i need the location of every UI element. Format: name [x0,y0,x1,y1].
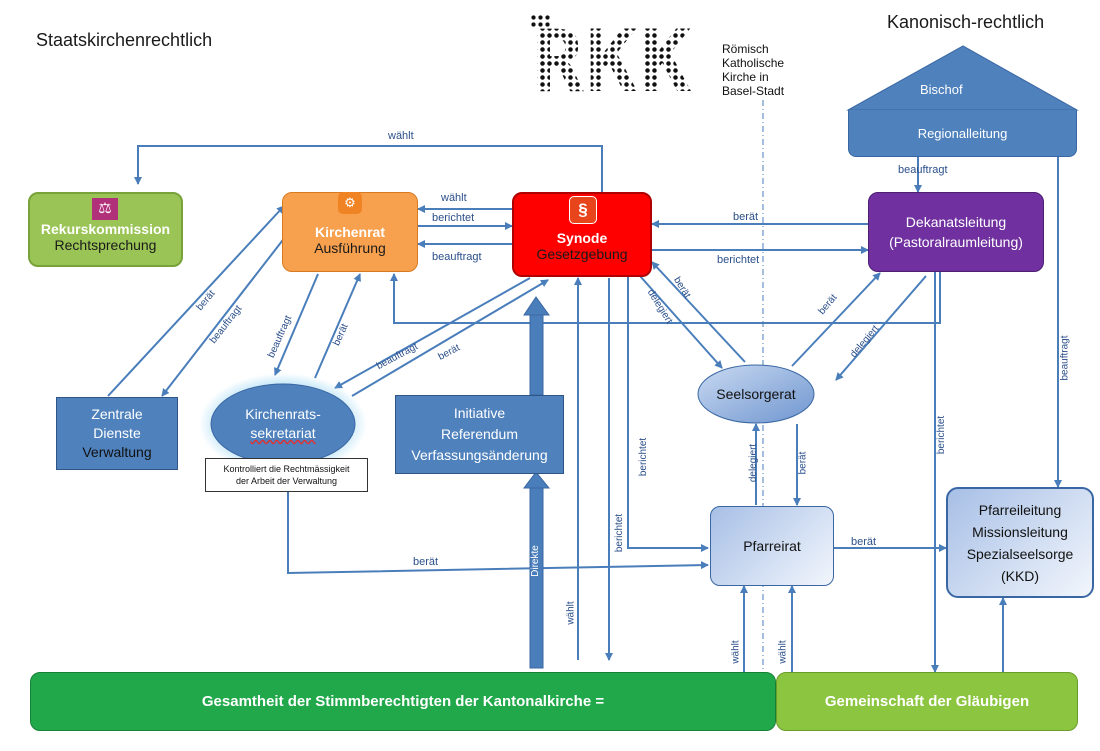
seelsorgerat-ellipse [697,364,815,424]
pfarreileitung-line2: Missionsleitung [972,523,1068,540]
rkk-logo-dots [530,14,550,28]
zentrale-dienste-box: Zentrale Dienste Verwaltung [56,397,178,470]
paragraph-icon: § [569,196,597,224]
logo-line-1: Römisch [722,42,769,56]
heading-staatskirchenrechtlich: Staatskirchenrechtlich [36,30,213,50]
gesamtheit-bar: Gesamtheit der Stimmberechtigten der Kan… [30,672,776,731]
rkk-logo: RKK Römisch Katholische Kirche in Basel-… [526,12,816,112]
label-berichtet-kirchenrat: berichtet [432,212,475,224]
initiative-line1: Initiative [453,405,506,421]
gears-icon: ⚙ [338,192,362,214]
initiative-line3: Verfassungsänderung [411,447,548,463]
pfarreileitung-line4: (KKD) [1000,567,1040,584]
bischof-label: Bischof [920,82,963,97]
label-waehlt-synode: wählt [565,601,577,625]
sekretariat-line1: Kirchenrats- [245,406,321,422]
direkte-arrowhead [523,471,551,489]
pfarreileitung-line1: Pfarreileitung [978,501,1062,518]
label-beraet-pfarreileitung: berät [851,536,877,548]
rekurs-title: Rekurskommission [40,220,171,237]
zentrale-line3: Verwaltung [82,444,152,460]
edge-dekanat-delegiert-seelsorgerat [835,275,927,381]
dekanat-subtitle: (Pastoralraumleitung) [889,234,1023,250]
regionalleitung-box: Regionalleitung [848,110,1077,157]
label-waehlt-rekurs: wählt [388,130,414,142]
regionalleitung-label: Regionalleitung [917,125,1008,141]
pfarreirat-label: Pfarreirat [743,538,801,554]
rekurs-subtitle: Rechtsprechung [54,236,157,253]
gemeinschaft-label: Gemeinschaft der Gläubigen [824,693,1030,710]
logo-line-3: Kirche in [722,70,769,84]
label-demokratie: Demokratie [521,327,533,379]
edge-synode-waehlt-rekurs [134,145,603,192]
label-berichtet-dekanat-v: berichtet [936,415,948,455]
demokratie-arrowhead [523,296,550,316]
rekurskommission-box: ⚖ Rekurskommission Rechtsprechung [28,192,183,267]
kirchenrat-subtitle: Ausführung [314,240,386,256]
initiative-box: Initiative Referendum Verfassungsänderun… [395,395,564,474]
label-beraet-dekanat: berät [733,211,759,223]
bischof-roof [846,45,1079,111]
label-beauftragt-pfarreileitung: beauftragt [1059,335,1071,381]
sekretariat-line2: sekretariat [250,425,316,441]
label-waehlt-kirchenrat: wählt [441,192,467,204]
pfarreileitung-box: Pfarreileitung Missionsleitung Spezialse… [946,487,1094,598]
label-beauftragt-kirchenrat: beauftragt [432,251,482,263]
sekretariat-label: Kirchenrats- sekretariat [212,402,354,446]
edge-dekanat-beraet-kirchenrat [390,272,941,324]
edge-zentrale-beraet-kirchenrat [107,205,285,397]
edge-synode-berichtet-pfarreirat [627,276,709,552]
label-beraet-pfarreirat: berät [413,556,439,568]
rkk-logo-mark: RKK [532,12,694,112]
dekanatsleitung-box: Dekanatsleitung (Pastoralraumleitung) [868,192,1044,272]
seelsorgerat-text: Seelsorgerat [716,386,796,402]
label-delegiert-pfarreirat: delegiert [748,443,760,483]
edge-seelsorgerat-beraet-dekanat [791,272,881,367]
edge-kirchenrat-beauftragt-sekretariat [274,273,319,376]
zentrale-line2: Dienste [93,425,141,441]
edge-synode-delegiert-seelsorgerat [639,275,723,369]
heading-kanonisch-rechtlich: Kanonisch-rechtlich [887,12,1045,32]
gesamtheit-label: Gesamtheit der Stimmberechtigten der Kan… [201,693,605,710]
label-berichtet-gesamtheit: berichtet [614,513,626,553]
direkte-bar [529,485,544,669]
label-beraet-pfarreirat-v: berät [797,451,809,475]
initiative-line2: Referendum [440,426,519,442]
pfarreileitung-line3: Spezialseelsorge [966,545,1074,562]
sekretariat-note-line1: Kontrolliert die Rechtmässigkeit [223,464,350,474]
edge-sekretariat-beraet-synode [351,279,549,397]
sekretariat-note: Kontrolliert die Rechtmässigkeit der Arb… [205,458,368,492]
sekretariat-note-line2: der Arbeit der Verwaltung [235,476,338,486]
kirchenrat-box: ⚙ Kirchenrat Ausführung [282,192,418,272]
seelsorgerat-label: Seelsorgerat [700,382,812,406]
edge-kirchenrat-beauftragt-zentrale [161,222,297,397]
zentrale-line1: Zentrale [91,406,143,422]
kirchenrat-title: Kirchenrat [314,224,386,240]
scales-icon: ⚖ [92,198,118,220]
synode-box: § Synode Gesetzgebung [512,192,652,277]
edge-sekretariat-beraet-kirchenrat [314,273,361,379]
gemeinschaft-bar: Gemeinschaft der Gläubigen [776,672,1078,731]
logo-line-2: Katholische [722,56,785,70]
rkk-logo-text: Römisch Katholische Kirche in Basel-Stad… [722,42,784,98]
label-berichtet-synode-pf: berichtet [638,437,650,477]
label-beauftragt-regional: beauftragt [898,164,948,176]
synode-subtitle: Gesetzgebung [536,245,628,262]
edge-synode-beauftragt-sekretariat [334,277,531,389]
synode-title: Synode [556,229,608,246]
label-berichtet-dekanat: berichtet [717,254,760,266]
label-waehlt-gemeinschaft-pf: wählt [777,640,789,664]
edge-sekretariat-beraet-pfarreirat [287,492,709,575]
pfarreirat-box: Pfarreirat [710,506,834,586]
logo-line-4: Basel-Stadt [722,84,785,98]
dekanat-title: Dekanatsleitung [905,214,1007,230]
label-waehlt-gesamt-pf: wählt [730,640,742,664]
label-direkte: Direkte [529,545,541,577]
edge-seelsorgerat-beraet-synode [651,261,746,363]
